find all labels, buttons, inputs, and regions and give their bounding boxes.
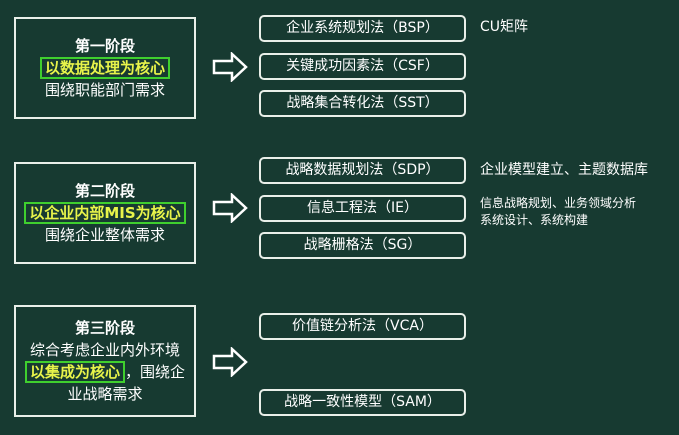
method-csf: 关键成功因素法（CSF） xyxy=(259,53,466,80)
note-bsp: CU矩阵 xyxy=(480,19,529,35)
method-vca: 价值链分析法（VCA） xyxy=(259,313,466,340)
stage-2-title: 第二阶段 xyxy=(74,182,135,200)
method-sg: 战略栅格法（SG） xyxy=(259,232,466,259)
stage-3-highlight: 以集成为核心 xyxy=(24,361,125,383)
stage-1-title: 第一阶段 xyxy=(74,37,135,55)
method-sst: 战略集合转化法（SST） xyxy=(259,90,466,117)
method-bsp: 企业系统规划法（BSP） xyxy=(259,15,466,42)
stage-3-title: 第三阶段 xyxy=(74,319,135,337)
stage-3-arrow-icon xyxy=(212,347,248,377)
stage-3-line1: 综合考虑企业内外环境 xyxy=(29,341,180,359)
stage-1-box: 第一阶段 以数据处理为核心 围绕职能部门需求 xyxy=(14,17,196,119)
note-ie-line2: 系统设计、系统构建 xyxy=(480,213,589,227)
note-ie-line1: 信息战略规划、业务领域分析 xyxy=(480,196,637,210)
stage-2-desc: 围绕企业整体需求 xyxy=(44,226,165,244)
note-sdp: 企业模型建立、主题数据库 xyxy=(480,162,648,178)
stage-1-arrow-icon xyxy=(212,52,248,82)
stage-3-box: 第三阶段 综合考虑企业内外环境 以集成为核心，围绕企 业战略需求 xyxy=(14,305,196,417)
stage-3-line2-suffix: ，围绕企 xyxy=(125,363,186,381)
stage-2-arrow-icon xyxy=(212,193,248,223)
stage-3-line3: 业战略需求 xyxy=(67,385,143,403)
stage-1-desc: 围绕职能部门需求 xyxy=(44,81,165,99)
method-ie: 信息工程法（IE） xyxy=(259,195,466,222)
stage-2-highlight: 以企业内部MIS为核心 xyxy=(24,202,186,224)
stage-2-box: 第二阶段 以企业内部MIS为核心 围绕企业整体需求 xyxy=(14,162,196,264)
method-sdp: 战略数据规划法（SDP） xyxy=(259,157,466,184)
method-sam: 战略一致性模型（SAM） xyxy=(259,389,466,416)
stage-1-highlight: 以数据处理为核心 xyxy=(39,57,170,79)
